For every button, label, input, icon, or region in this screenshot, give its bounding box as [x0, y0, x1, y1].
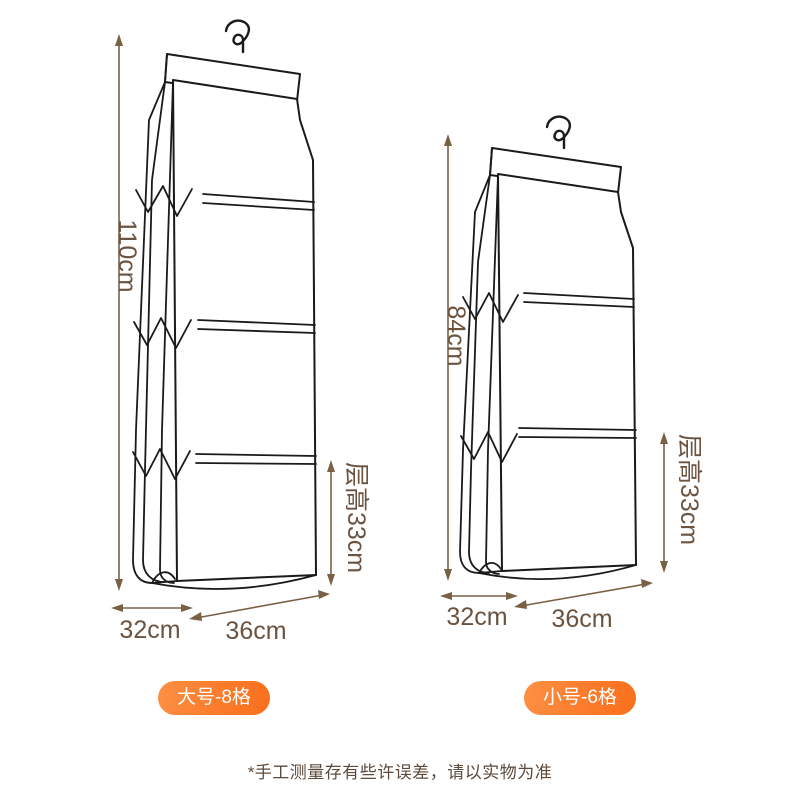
dimension-label-width: 36cm	[551, 605, 612, 633]
side-panel-contour	[142, 81, 166, 583]
dimension-label-height: 84cm	[442, 305, 470, 366]
compartment-divider	[523, 292, 635, 300]
dimension-label-tier: 层高33cm	[342, 462, 370, 573]
measurement-disclaimer: *手工测量存有些许误差，请以实物为准	[247, 763, 553, 782]
dimension-width-small: 36cm	[514, 579, 653, 633]
size-badge-small[interactable]: 小号-6格	[524, 681, 636, 715]
bottom-fold-detail	[478, 562, 502, 574]
dimension-tier-large: 层高33cm	[327, 460, 370, 586]
size-badge-large[interactable]: 大号-8格	[158, 681, 270, 715]
front-panel	[497, 173, 637, 572]
side-gusset-fold	[159, 81, 175, 584]
dimension-width-large: 36cm	[189, 590, 330, 645]
dimension-depth-small: 32cm	[440, 592, 518, 631]
bottom-edge	[478, 564, 637, 580]
compartment-divider	[195, 453, 317, 457]
product-small-illustration	[459, 115, 637, 580]
compartment-divider	[518, 436, 637, 439]
side-pleat-zigzag	[460, 431, 518, 463]
side-pleat-zigzag	[135, 185, 193, 217]
dimension-label-height: 110cm	[113, 219, 141, 292]
dimension-tier-small: 层高33cm	[660, 432, 703, 573]
dimension-height-large: 110cm	[113, 34, 141, 591]
compartment-divider	[195, 462, 317, 465]
side-gusset-fold	[485, 175, 500, 575]
dimension-label-depth: 32cm	[446, 603, 507, 631]
bottom-fold-detail	[151, 571, 176, 584]
bottom-edge	[151, 574, 317, 590]
compartment-divider	[202, 202, 315, 211]
back-panel-edge	[459, 147, 503, 574]
compartment-divider	[197, 328, 316, 334]
compartment-divider	[523, 301, 635, 308]
size-badges-row: 大号-8格 小号-6格	[0, 681, 800, 725]
compartment-divider	[518, 427, 637, 431]
side-pleat-zigzag	[132, 448, 191, 480]
compartment-divider	[202, 193, 315, 203]
dimension-label-tier: 层高33cm	[675, 434, 703, 545]
compartment-divider	[197, 319, 316, 326]
hanger-hook-icon	[224, 19, 251, 54]
product-large-illustration	[132, 19, 317, 590]
hanger-hook-icon	[545, 115, 572, 150]
dimension-height-small: 84cm	[442, 134, 470, 581]
side-pleat-zigzag	[462, 292, 519, 323]
side-panel-contour	[468, 174, 491, 574]
dimension-label-width: 36cm	[225, 617, 286, 645]
side-pleat-zigzag	[133, 317, 192, 349]
back-panel-edge	[132, 53, 178, 584]
dimension-depth-large: 32cm	[111, 604, 193, 644]
dimension-label-depth: 32cm	[119, 616, 180, 644]
